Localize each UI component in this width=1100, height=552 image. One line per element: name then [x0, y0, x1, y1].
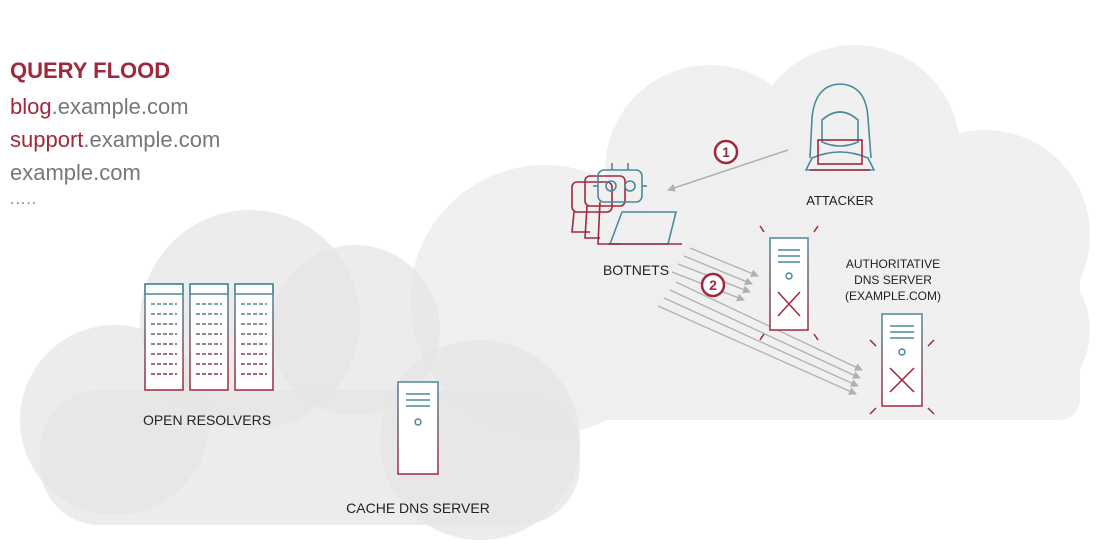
open-resolvers-label: OPEN RESOLVERS: [142, 412, 272, 428]
open-resolvers-icon: [144, 283, 274, 391]
authoritative-dns-label: AUTHORITATIVE DNS SERVER (EXAMPLE.COM): [832, 256, 954, 304]
domain-ellipsis: .....: [10, 191, 38, 208]
domain-line-2: support.example.com: [10, 123, 220, 156]
authoritative-server-2-icon: [869, 313, 935, 415]
cache-dns-server-label: CACHE DNS SERVER: [346, 500, 490, 516]
resolver-rack-3: [234, 283, 274, 391]
authoritative-label-line-1: AUTHORITATIVE: [845, 257, 941, 271]
domain-rest-1: .example.com: [51, 94, 189, 119]
step-1-badge: [713, 139, 739, 165]
legend-title: QUERY FLOOD: [10, 58, 171, 83]
step-1-number: 1: [722, 144, 730, 160]
resolver-rack-2: [189, 283, 229, 391]
domain-line-3: example.com: [10, 156, 220, 189]
flood-arrows-server-2: [657, 281, 863, 395]
step-2-badge: [700, 272, 726, 298]
domain-rest-3: example.com: [10, 160, 141, 185]
cache-dns-server-icon: [397, 381, 439, 475]
command-arrow: [667, 149, 789, 192]
botnet-robots-icon: [571, 163, 682, 245]
attacker-label: ATTACKER: [806, 193, 874, 208]
domain-sub-1: blog: [10, 94, 52, 119]
domain-line-1: blog.example.com: [10, 90, 220, 123]
authoritative-label-line-2: DNS SERVER: [854, 273, 932, 287]
query-flood-legend: QUERY FLOOD blog.example.com support.exa…: [10, 58, 220, 211]
authoritative-label-line-3: (EXAMPLE.COM): [844, 289, 941, 303]
resolver-rack-1: [144, 283, 184, 391]
attacker-icon: [804, 83, 876, 171]
authoritative-server-1-icon: [759, 225, 819, 341]
step-2-number: 2: [709, 277, 717, 293]
domain-rest-2: .example.com: [83, 127, 221, 152]
domain-sub-2: support: [10, 127, 84, 152]
botnets-label: BOTNETS: [602, 262, 670, 278]
